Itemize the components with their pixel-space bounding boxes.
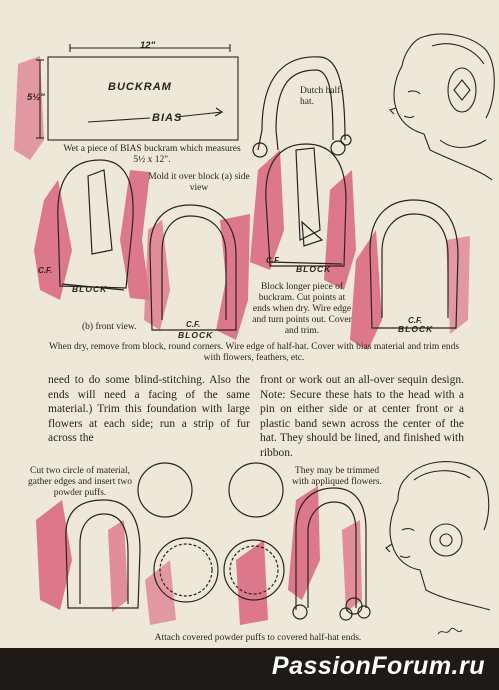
half-hat-bottom-right-drawing <box>292 487 371 621</box>
dutch-half-hat-drawing <box>252 56 352 158</box>
bias-label: BIAS <box>152 112 183 124</box>
puff-circles <box>137 462 285 603</box>
buckram-label: BUCKRAM <box>108 81 172 93</box>
attach-caption: Attach covered powder puffs to covered h… <box>154 633 362 643</box>
block-label-a: BLOCK <box>72 284 108 294</box>
woman-head-top-drawing <box>388 33 495 181</box>
body-right-column: front or work out an all-over sequin des… <box>260 374 464 459</box>
block-right-drawing <box>369 199 459 329</box>
mold-caption: Mold it over block (a) side view <box>148 172 250 193</box>
when-dry-caption: When dry, remove from block, round corne… <box>48 342 460 363</box>
cut-circles-caption: Cut two circle of material, gather edges… <box>28 466 132 498</box>
dimension-height-label: 5½" <box>27 92 45 103</box>
buckram-rectangle <box>47 56 239 141</box>
cf-label-b: C.F. <box>186 320 201 329</box>
block-side-view-drawing <box>57 159 134 291</box>
body-left-column: need to do some blind-stitching. Also th… <box>48 374 250 444</box>
block-label-c: BLOCK <box>296 264 332 274</box>
bias-arrow <box>87 107 224 123</box>
block-label-b: BLOCK <box>178 330 214 340</box>
block-longer-caption: Block longer piece of buckram. Cut point… <box>252 282 352 336</box>
dutch-half-hat-caption: Dutch half-hat. <box>300 86 344 107</box>
cf-label-d: C.F. <box>408 316 423 325</box>
woman-head-bottom-drawing <box>385 461 491 611</box>
block-front-view-drawing <box>149 204 237 331</box>
block-label-d: BLOCK <box>398 324 434 334</box>
footer-bar <box>0 648 499 690</box>
front-view-caption: (b) front view. <box>82 322 137 332</box>
pink-shading <box>14 56 470 625</box>
cf-label-a: C.F. <box>38 266 53 275</box>
half-hat-bottom-left-drawing <box>65 499 141 609</box>
block-longer-buckram-drawing <box>265 143 347 267</box>
dimension-width-label: 12" <box>140 40 156 51</box>
artist-signature <box>437 627 463 635</box>
watermark-text: PassionForum.ru <box>271 652 485 680</box>
wet-caption: Wet a piece of BIAS buckram which measur… <box>63 144 241 165</box>
cf-label-c: C.F. <box>266 256 281 265</box>
trimmed-caption: They may be trimmed with appliqued flowe… <box>292 466 382 487</box>
